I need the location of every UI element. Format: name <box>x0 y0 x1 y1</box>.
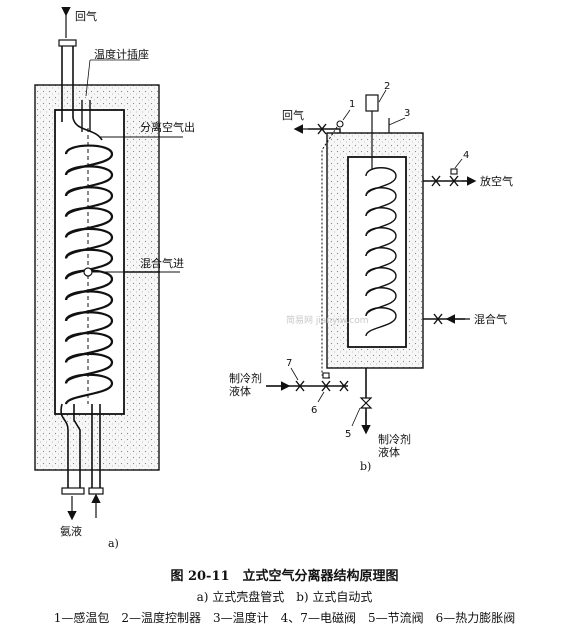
coil-turn <box>365 307 397 337</box>
gas-return-pipe <box>61 40 74 122</box>
label-refrigerant-in: 制冷剂液体 <box>229 371 262 398</box>
label-separated-air-out: 分离空气出 <box>140 120 195 134</box>
coil-turn <box>365 227 397 257</box>
coil-turn <box>365 247 397 277</box>
separator-diagram: 回气 温度计插座 分离空气出 混合气进 氨液 a) <box>34 6 513 550</box>
callout-5: 5 <box>345 429 351 440</box>
callout-4: 4 <box>463 150 469 161</box>
mixed-gas-valve-icon <box>433 313 443 325</box>
vertical-shell-coil-separator: 回气 温度计插座 分离空气出 混合气进 氨液 a) <box>34 6 195 550</box>
coil-turn <box>365 207 397 237</box>
evaporator-coil <box>365 167 397 337</box>
inner-shell <box>54 109 125 415</box>
sublabel-a: a) <box>108 537 119 550</box>
cooling-coil <box>64 144 114 405</box>
ammonia-pipe <box>60 403 81 490</box>
temperature-controller <box>365 94 379 112</box>
callout-6: 6 <box>311 405 317 416</box>
label-mixed-gas-in: 混合气进 <box>140 256 184 270</box>
coil-turn <box>365 287 397 317</box>
sensing-bulb-icon <box>336 120 344 128</box>
coil-turn <box>365 267 397 297</box>
sublabel-b: b) <box>360 460 371 473</box>
callout-7: 7 <box>286 358 292 369</box>
label-ammonia-liquid: 氨液 <box>60 524 82 538</box>
throttle-valve-icon <box>359 397 373 409</box>
coil-turn <box>64 373 114 405</box>
label-thermometer-socket: 温度计插座 <box>94 47 149 61</box>
coil-turn <box>365 187 397 217</box>
callout-1: 1 <box>349 99 355 110</box>
watermark: 简易网 jianyiw.com <box>286 314 369 326</box>
label-vent-air: 放空气 <box>480 174 513 188</box>
vent-valve-icon <box>431 175 441 187</box>
label-refrigerant-out: 制冷剂液体 <box>378 432 411 459</box>
callout-3: 3 <box>404 108 410 119</box>
solenoid-valve-7-icon <box>295 380 305 392</box>
figure-subtitle: a) 立式壳盘管式 b) 立式自动式 <box>196 590 373 604</box>
label-gas-return-left: 回气 <box>75 9 97 23</box>
figure-title: 图 20-11 立式空气分离器结构原理图 <box>170 569 399 584</box>
label-gas-return-right: 回气 <box>282 108 304 122</box>
label-mixed-gas: 混合气 <box>474 312 507 326</box>
gas-return-valve-icon <box>317 123 327 135</box>
expansion-valve-icon <box>321 380 331 392</box>
callout-2: 2 <box>384 81 390 92</box>
figure-legend: 1—感温包 2—温度控制器 3—温度计 4、7—电磁阀 5—节流阀 6—热力膨胀… <box>53 611 516 625</box>
solenoid-valve-4-icon <box>450 168 458 175</box>
thermometer-socket <box>81 100 91 132</box>
vertical-automatic-separator: 回气 放空气 混合气 制冷剂液体 制冷剂液体 b) 1 2 3 4 5 6 7 <box>229 81 513 473</box>
